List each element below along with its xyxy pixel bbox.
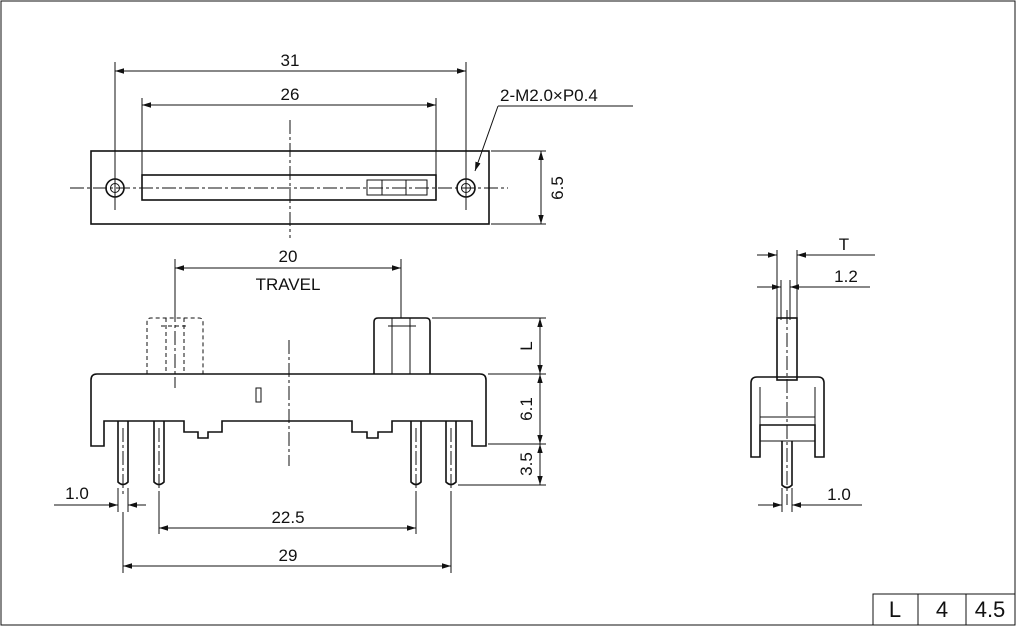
dim-travel-value: 20 [279,247,298,266]
dim-pin-width: 1.0 [65,484,89,503]
dim-pin-length: 3.5 [517,452,536,476]
side-view-body [750,376,825,458]
front-view-body [90,373,487,447]
front-view: 20 TRAVEL L 6.1 3.5 [54,247,546,573]
thread-note: 2-M2.0×P0.4 [500,86,598,105]
dim-side-pin-width: 1.0 [827,485,851,504]
dimension-table: L 4 4.5 [872,593,1016,626]
side-pin [781,441,793,489]
side-view: T 1.2 1.0 [750,235,875,512]
dim-body-height: 6.1 [517,397,536,421]
table-value-1: 4 [936,597,948,622]
table-value-2: 4.5 [975,597,1006,622]
dim-outer-pin-span: 29 [279,546,298,565]
dim-lever-width: 1.2 [834,267,858,286]
dim-overall-width: 31 [281,51,300,70]
detent-window [255,387,262,403]
dim-height: 6.5 [548,176,567,200]
dim-lever-height: L [517,341,536,350]
top-view: 31 26 2-M2.0×P0.4 6.5 [70,51,633,238]
dim-inner-pin-span: 22.5 [271,508,304,527]
dim-lever-thickness: T [839,235,849,254]
lever-right [373,317,431,374]
dim-hole-pitch: 26 [281,85,300,104]
travel-label: TRAVEL [256,275,321,294]
table-header: L [889,597,901,622]
